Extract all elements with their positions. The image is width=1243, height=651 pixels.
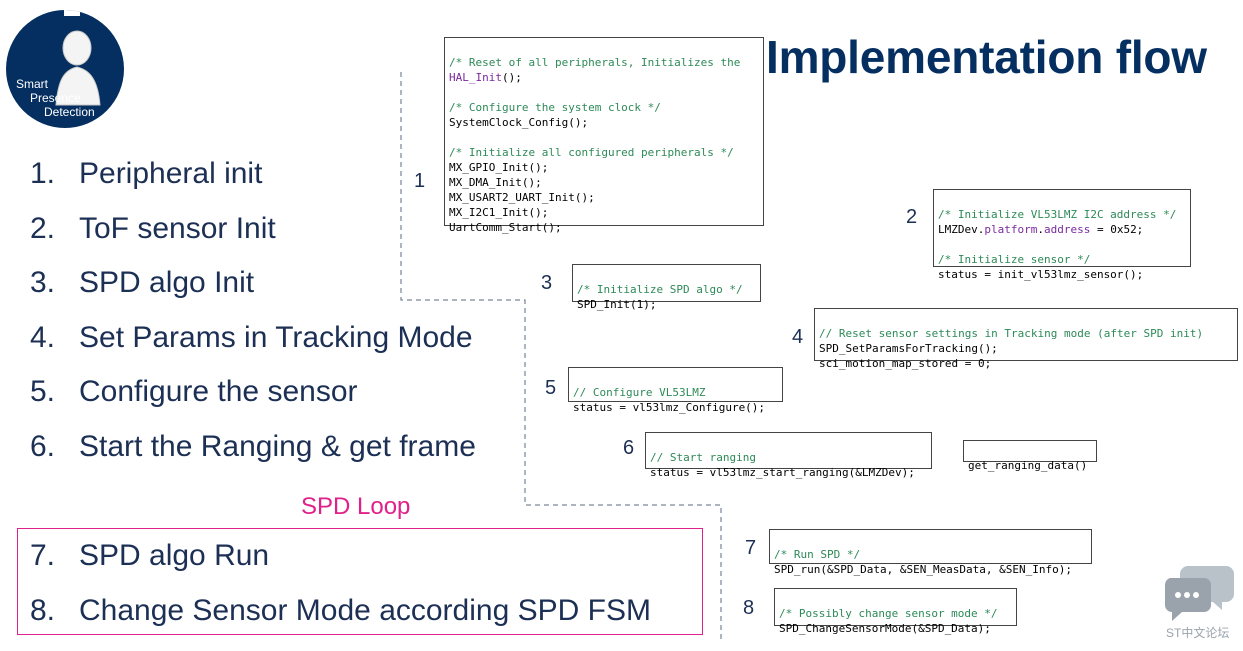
code-line: MX_USART2_UART_Init(); [449,191,595,204]
watermark-text: ST中文论坛 [1166,626,1230,640]
code-line: SPD_ChangeSensorMode(&SPD_Data); [779,622,991,635]
forum-watermark: ST中文论坛 [1160,560,1238,640]
step-marker-4: 4 [792,326,804,348]
spd-logo: Smart Presence Detection [6,10,124,128]
step-item: 7. SPD algo Run [30,534,651,589]
step-item: 8. Change Sensor Mode according SPD FSM [30,589,651,644]
step-marker-7: 7 [745,537,757,559]
code-line: SPD_SetParamsForTracking(); [819,342,998,355]
step-marker-3: 3 [541,272,553,294]
code-block-tracking-params: // Reset sensor settings in Tracking mod… [814,308,1238,370]
step-number: 7. [30,539,56,572]
code-line: /* Reset of all peripherals, Initializes… [449,56,741,69]
code-line: SPD_run(&SPD_Data, &SEN_MeasData, &SEN_I… [774,563,1073,576]
step-marker-5: 5 [545,377,557,399]
code-line: get_ranging_data() [968,459,1088,472]
code-line: /* Configure the system clock */ [449,101,661,114]
code-token: address [1043,223,1091,236]
code-block-start-ranging: // Start ranging status = vl53lmz_start_r… [645,432,932,479]
code-block-spd-run: /* Run SPD */ SPD_run(&SPD_Data, &SEN_Mea… [769,529,1092,576]
step-list: 1. Peripheral init 2. ToF sensor Init 3. SP… [30,152,476,479]
step-label: SPD algo Init [79,266,255,299]
code-line: // Reset sensor settings in Tracking mod… [819,327,1204,340]
step-number: 5. [30,375,56,408]
code-token: platform [984,223,1038,236]
code-block-peripheral-init: /* Reset of all peripherals, Initializes… [444,37,764,234]
step-number: 1. [30,157,56,190]
code-block-get-ranging-data: get_ranging_data() [963,440,1097,472]
step-number: 2. [30,211,56,245]
code-line: UartComm_Start(); [449,221,562,234]
slide-title: Implementation flow [766,31,1207,83]
chat-bubble-icon [1164,566,1234,621]
step-number: 8. [30,593,56,627]
step-marker-2: 2 [906,206,918,228]
code-line: status = vl53lmz_start_ranging(&LMZDev); [650,466,915,479]
logo-text-line3: Detection [44,105,95,119]
step-label: Set Params in Tracking Mode [79,320,473,354]
code-line: /* Initialize VL53LMZ I2C address */ [938,208,1177,221]
loop-step-list: 7. SPD algo Run 8. Change Sensor Mode acco… [30,534,651,643]
step-item: 1. Peripheral init [30,152,476,207]
step-number: 3. [30,266,56,299]
code-line: status = init_vl53lmz_sensor(); [938,268,1144,281]
logo-text-line2: Presence [30,91,81,105]
spd-loop-box [17,528,703,635]
code-line: SystemClock_Config(); [449,116,589,129]
code-line: /* Initialize sensor */ [938,253,1091,266]
step-label: ToF sensor Init [79,211,276,245]
code-block-change-sensor-mode: /* Possibly change sensor mode */ SPD_Cha… [774,588,1017,635]
code-line: /* Run SPD */ [774,548,861,561]
code-line: status = vl53lmz_Configure(); [573,401,766,414]
step-item: 4. Set Params in Tracking Mode [30,316,476,371]
code-block-tof-init: /* Initialize VL53LMZ I2C address */ LMZD… [933,189,1191,281]
step-marker-6: 6 [623,437,635,459]
step-item: 5. Configure the sensor [30,370,476,425]
step-item: 2. ToF sensor Init [30,207,476,262]
code-line: // Start ranging [650,451,756,464]
step-item: 3. SPD algo Init [30,261,476,316]
step-marker-8: 8 [743,597,755,619]
code-line: MX_GPIO_Init(); [449,161,549,174]
code-token: HAL_Init [449,71,502,84]
code-line: /* Initialize SPD algo */ [577,283,743,296]
code-token: LMZDev. [938,223,985,236]
code-line: // Configure VL53LMZ [573,386,706,399]
code-line: /* Initialize all configured peripherals… [449,146,734,159]
code-line: SPD_Init(1); [577,298,657,311]
step-item: 6. Start the Ranging & get frame [30,425,476,480]
step-label: Start the Ranging & get frame [79,429,476,463]
code-block-configure-sensor: // Configure VL53LMZ status = vl53lmz_Con… [568,367,783,414]
code-line: MX_DMA_Init(); [449,176,542,189]
step-label: SPD algo Run [79,539,270,572]
code-line: /* Possibly change sensor mode */ [779,607,998,620]
step-number: 4. [30,320,56,354]
code-line: sci_motion_map_stored = 0; [819,357,992,370]
step-label: Configure the sensor [79,375,358,408]
code-token: (); [501,71,522,84]
code-line: MX_I2C1_Init(); [449,206,549,219]
logo-text-line1: Smart [16,77,49,91]
step-number: 6. [30,429,56,463]
spd-loop-label: SPD Loop [301,493,411,520]
person-silhouette-icon [55,30,101,106]
step-marker-1: 1 [414,170,426,192]
step-label: Change Sensor Mode according SPD FSM [79,593,651,627]
code-token: = 0x52; [1090,223,1144,236]
step-label: Peripheral init [79,157,263,190]
code-token: . [1037,223,1044,236]
code-block-spd-init: /* Initialize SPD algo */ SPD_Init(1); [572,264,761,311]
